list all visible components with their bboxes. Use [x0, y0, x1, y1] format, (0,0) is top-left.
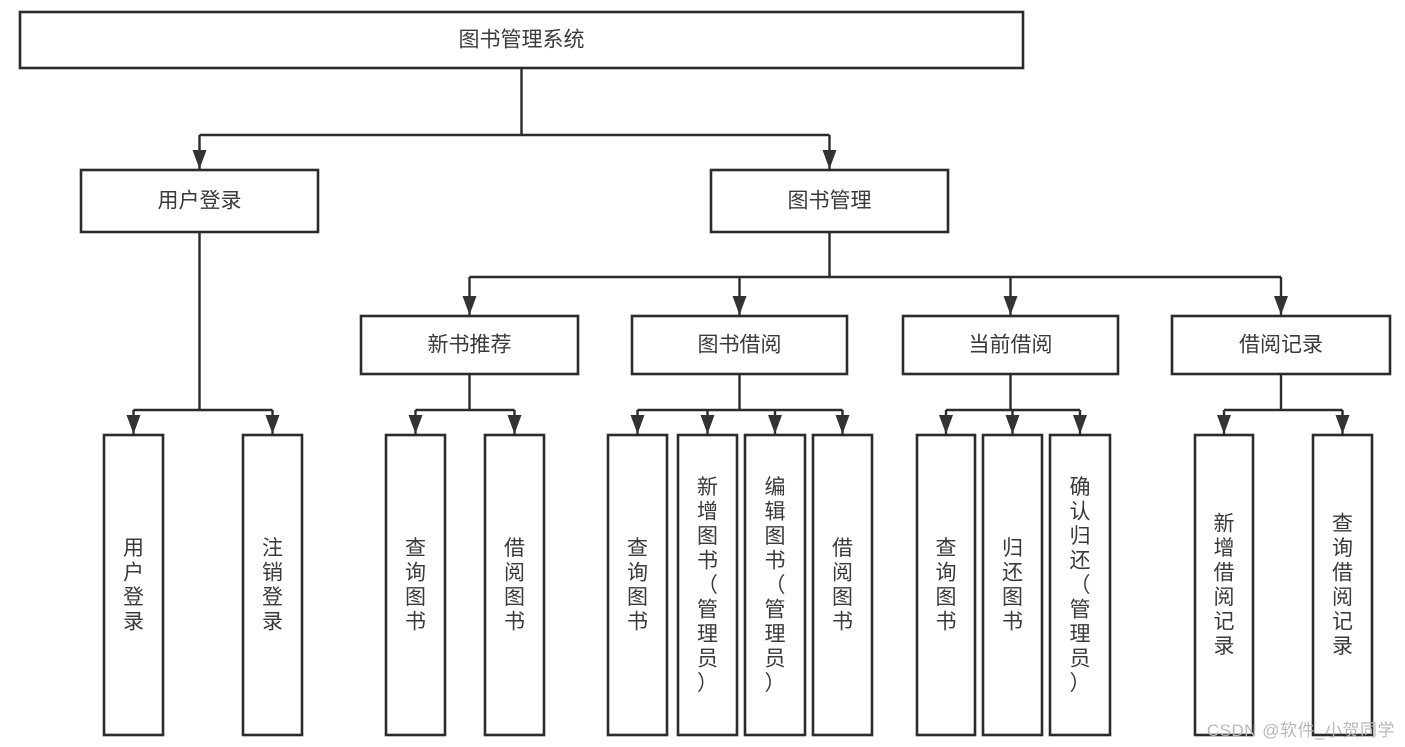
leaf-node-rect[interactable] — [483, 433, 546, 737]
arrow-head-icon — [462, 296, 477, 315]
leaf-node-10[interactable]: 归还图书 — [981, 433, 1044, 737]
arrow-head-icon — [822, 150, 837, 169]
node-layer: 图书管理系统用户登录图书管理新书推荐图书借阅当前借阅借阅记录用户登录注销登录查询… — [18, 10, 1392, 737]
leaf-node-label: 新增图书（管理员） — [697, 476, 718, 695]
arrow-head-icon — [507, 415, 522, 434]
arrow-head-icon — [1217, 415, 1231, 434]
level3-node-label: 新书推荐 — [428, 334, 512, 357]
arrow-head-icon — [732, 296, 747, 315]
arrow-head-icon — [126, 415, 141, 434]
root-node-1[interactable]: 图书管理系统 — [18, 10, 1025, 70]
leaf-node-label: 借阅图书 — [504, 537, 525, 634]
leaf-node-13[interactable]: 查询借阅记录 — [1311, 433, 1374, 737]
leaf-node-rect[interactable] — [606, 433, 669, 737]
arrow-head-icon — [835, 415, 850, 434]
leaf-node-rect[interactable] — [102, 433, 165, 737]
arrow-head-icon — [939, 415, 953, 434]
leaf-node-4[interactable]: 借阅图书 — [483, 433, 546, 737]
level2-node-label: 用户登录 — [158, 190, 242, 213]
leaf-node-rect[interactable] — [1311, 433, 1374, 737]
leaf-node-label: 借阅图书 — [832, 537, 853, 634]
level3-node-3[interactable]: 当前借阅 — [901, 314, 1120, 376]
watermark-text: CSDN @软件_小贺同学 — [1206, 721, 1395, 740]
arrow-head-icon — [265, 415, 280, 434]
leaf-node-rect[interactable] — [1193, 433, 1255, 737]
level2-node-1[interactable]: 用户登录 — [79, 168, 320, 234]
leaf-node-2[interactable]: 注销登录 — [241, 433, 304, 737]
leaf-node-6[interactable]: 新增图书（管理员） — [676, 433, 739, 737]
level2-node-label: 图书管理 — [788, 190, 872, 213]
root-node-rect[interactable] — [18, 10, 1025, 70]
arrow-head-icon — [408, 415, 423, 434]
level3-node-4[interactable]: 借阅记录 — [1170, 314, 1392, 376]
leaf-node-rect[interactable] — [241, 433, 304, 737]
level3-node-rect[interactable] — [901, 314, 1120, 376]
level3-node-2[interactable]: 图书借阅 — [630, 314, 849, 376]
leaf-node-rect[interactable] — [981, 433, 1044, 737]
arrow-head-icon — [1335, 415, 1350, 434]
arrow-head-icon — [1005, 415, 1020, 434]
arrow-head-icon — [630, 415, 645, 434]
leaf-node-label: 查询图书 — [936, 537, 957, 634]
leaf-node-label: 查询借阅记录 — [1332, 513, 1353, 659]
leaf-node-label: 注销登录 — [262, 537, 283, 634]
leaf-node-rect[interactable] — [384, 433, 447, 737]
root-node-label: 图书管理系统 — [459, 29, 585, 52]
level2-node-rect[interactable] — [79, 168, 320, 234]
leaf-node-label: 新增借阅记录 — [1214, 513, 1235, 659]
leaf-node-rect[interactable] — [676, 433, 739, 737]
arrow-head-icon — [1003, 296, 1018, 315]
level3-node-label: 借阅记录 — [1239, 334, 1323, 357]
level2-node-rect[interactable] — [709, 168, 950, 234]
leaf-node-label: 归还图书 — [1002, 537, 1023, 634]
level3-node-label: 图书借阅 — [698, 334, 782, 357]
level3-node-label: 当前借阅 — [969, 334, 1053, 357]
leaf-node-12[interactable]: 新增借阅记录 — [1193, 433, 1255, 737]
leaf-node-11[interactable]: 确认归还（管理员） — [1048, 433, 1112, 737]
level3-node-1[interactable]: 新书推荐 — [359, 314, 580, 376]
leaf-node-label: 查询图书 — [405, 537, 426, 634]
connector-layer — [126, 68, 1350, 434]
arrow-head-icon — [1073, 415, 1087, 434]
leaf-node-rect[interactable] — [811, 433, 874, 737]
level3-node-rect[interactable] — [1170, 314, 1392, 376]
arrow-head-icon — [700, 415, 715, 434]
leaf-node-3[interactable]: 查询图书 — [384, 433, 447, 737]
arrow-head-icon — [192, 150, 207, 169]
leaf-node-5[interactable]: 查询图书 — [606, 433, 669, 737]
leaf-node-8[interactable]: 借阅图书 — [811, 433, 874, 737]
arrow-head-icon — [768, 415, 782, 434]
leaf-node-label: 编辑图书（管理员） — [765, 476, 786, 695]
leaf-node-label: 用户登录 — [123, 537, 144, 634]
leaf-node-label: 查询图书 — [627, 537, 648, 634]
leaf-node-rect[interactable] — [743, 433, 807, 737]
level3-node-rect[interactable] — [630, 314, 849, 376]
leaf-node-7[interactable]: 编辑图书（管理员） — [743, 433, 807, 737]
leaf-node-rect[interactable] — [915, 433, 977, 737]
level3-node-rect[interactable] — [359, 314, 580, 376]
arrow-head-icon — [1274, 296, 1288, 315]
level2-node-2[interactable]: 图书管理 — [709, 168, 950, 234]
leaf-node-rect[interactable] — [1048, 433, 1112, 737]
leaf-node-label: 确认归还（管理员） — [1070, 476, 1091, 695]
leaf-node-1[interactable]: 用户登录 — [102, 433, 165, 737]
leaf-node-9[interactable]: 查询图书 — [915, 433, 977, 737]
